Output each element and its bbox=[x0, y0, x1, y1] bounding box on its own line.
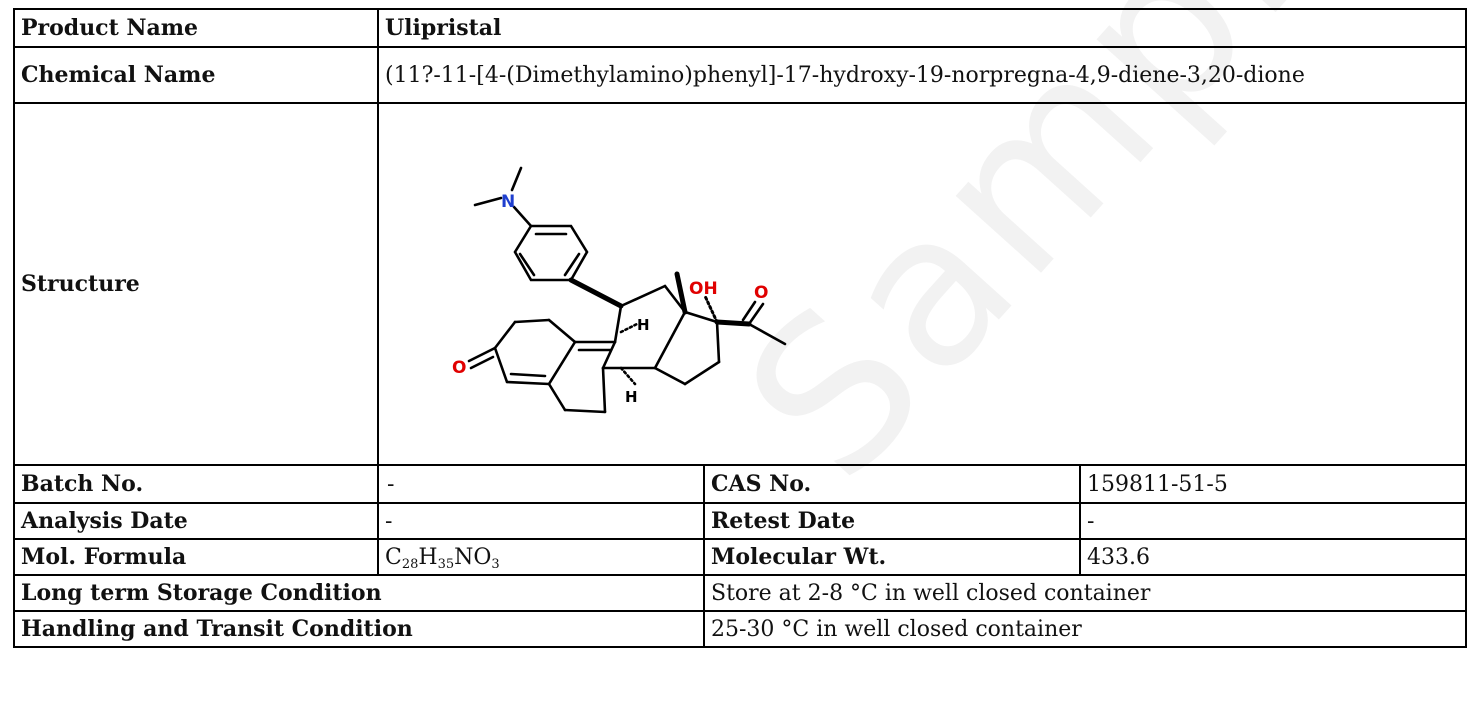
cas-no-label: CAS No. bbox=[703, 464, 1081, 504]
handling-label: Handling and Transit Condition bbox=[13, 610, 705, 648]
analysis-date-value: - bbox=[377, 502, 705, 540]
batch-no-value: - bbox=[377, 464, 705, 504]
molecular-wt-value: 433.6 bbox=[1079, 538, 1467, 576]
row-structure: Structure bbox=[13, 102, 1467, 466]
mol-formula-value: C28H35NO3 bbox=[377, 538, 705, 576]
atom-o-acetyl: O bbox=[754, 283, 768, 303]
product-name-value: Ulipristal bbox=[377, 8, 1467, 48]
chemical-name-value: (11?-11-[4-(Dimethylamino)phenyl]-17-hyd… bbox=[377, 46, 1467, 104]
storage-label: Long term Storage Condition bbox=[13, 574, 705, 612]
row-storage: Long term Storage Condition Store at 2-8… bbox=[13, 574, 1467, 612]
handling-value: 25-30 °C in well closed container bbox=[703, 610, 1467, 648]
row-batch-cas: Batch No. - CAS No. 159811-51-5 bbox=[13, 464, 1467, 504]
row-product-name: Product Name Ulipristal bbox=[13, 8, 1467, 48]
row-dates: Analysis Date - Retest Date - bbox=[13, 502, 1467, 540]
mol-formula-label: Mol. Formula bbox=[13, 538, 379, 576]
row-handling: Handling and Transit Condition 25-30 °C … bbox=[13, 610, 1467, 648]
batch-no-label: Batch No. bbox=[13, 464, 379, 504]
atom-n: N bbox=[501, 192, 515, 212]
ulipristal-structure-image: N OH O O H H bbox=[452, 166, 787, 414]
row-formula-weight: Mol. Formula C28H35NO3 Molecular Wt. 433… bbox=[13, 538, 1467, 576]
structure-cell: N OH O O H H bbox=[377, 102, 1467, 466]
storage-value: Store at 2-8 °C in well closed container bbox=[703, 574, 1467, 612]
atom-h-upper: H bbox=[637, 316, 650, 334]
analysis-date-label: Analysis Date bbox=[13, 502, 379, 540]
chemical-name-label: Chemical Name bbox=[13, 46, 379, 104]
row-chemical-name: Chemical Name (11?-11-[4-(Dimethylamino)… bbox=[13, 46, 1467, 104]
atom-h-lower: H bbox=[625, 388, 638, 406]
product-name-label: Product Name bbox=[13, 8, 379, 48]
retest-date-label: Retest Date bbox=[703, 502, 1081, 540]
atom-oh: OH bbox=[689, 279, 718, 299]
molecular-wt-label: Molecular Wt. bbox=[703, 538, 1081, 576]
coa-table: Product Name Ulipristal Chemical Name (1… bbox=[13, 8, 1467, 648]
cas-no-value: 159811-51-5 bbox=[1079, 464, 1467, 504]
atom-o-ketone: O bbox=[452, 358, 466, 378]
structure-label: Structure bbox=[13, 102, 379, 466]
retest-date-value: - bbox=[1079, 502, 1467, 540]
